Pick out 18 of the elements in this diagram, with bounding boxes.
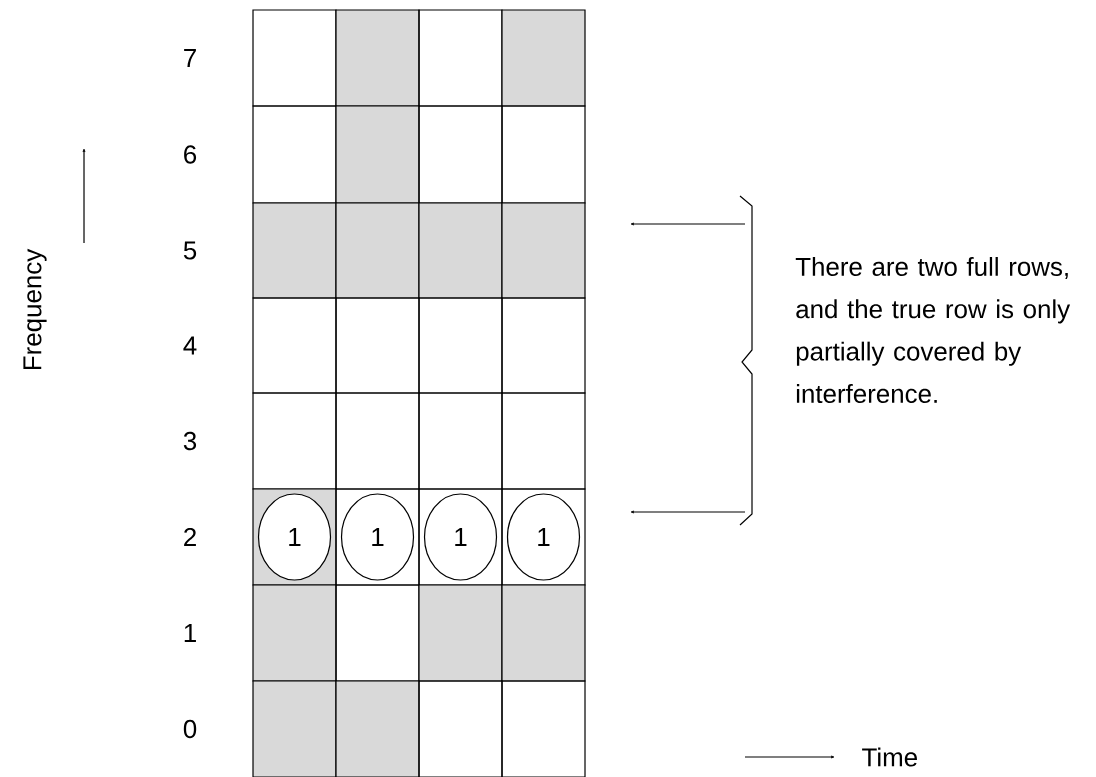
circled-number: 1 [257, 493, 332, 581]
circled-number: 1 [340, 493, 415, 581]
row-number: 1 [184, 624, 196, 642]
row-number: 6 [184, 145, 197, 164]
arrow [630, 222, 746, 226]
row-number: 2 [184, 527, 196, 547]
arrow [630, 510, 746, 514]
row-number: 7 [184, 49, 196, 67]
row-number: 4 [183, 336, 197, 355]
brace [739, 195, 753, 526]
circled-number: 1 [506, 493, 581, 581]
row-number: 0 [183, 719, 197, 739]
axis-label: Frequency [23, 248, 47, 370]
axis-label: Time [862, 747, 917, 767]
row-number: 5 [183, 241, 197, 260]
row-number: 3 [183, 431, 197, 451]
callout-text: There are two full rows, and the true row is only partially covered by interference. [795, 257, 1071, 403]
circled-number: 1 [423, 493, 498, 581]
